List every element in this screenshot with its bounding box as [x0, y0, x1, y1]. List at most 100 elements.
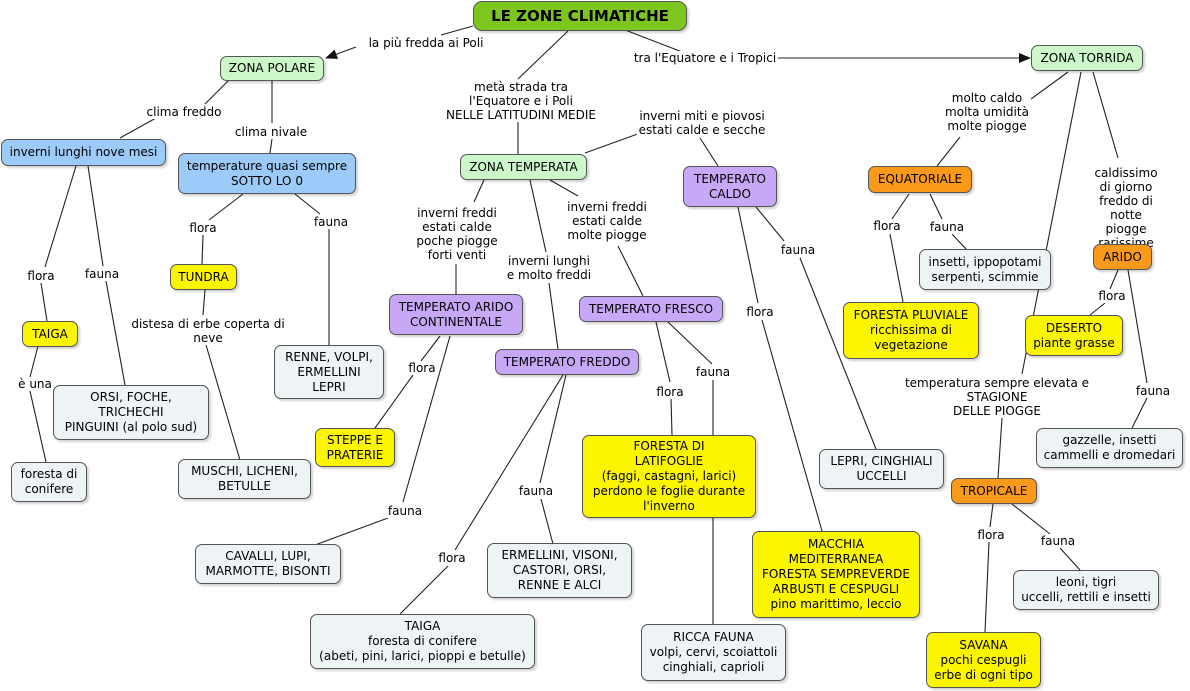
label-flora-taiga-temp: flora [436, 551, 468, 565]
zona-torrida-node[interactable]: ZONA TORRIDA [1031, 45, 1143, 71]
line-taiga-euna [29, 345, 39, 378]
line-arido-faunagazzelle [1127, 269, 1148, 384]
temp-fresco-node[interactable]: TEMPERATO FRESCO [579, 296, 723, 322]
label-flora-macchia: flora [744, 305, 776, 319]
line-arido-floradeserto [1109, 269, 1119, 290]
leoni-node[interactable]: leoni, tigri uccelli, rettili e insetti [1013, 570, 1159, 610]
gazzelle-node[interactable]: gazzelle, insetti cammelli e dromedari [1036, 428, 1183, 468]
label-molto-caldo: molto caldo molta umidità molte piogge [943, 91, 1031, 133]
line-frescolbl-fresco [617, 245, 644, 297]
tundra-node[interactable]: TUNDRA [170, 264, 237, 290]
line-temperatura-tropicale [997, 417, 1003, 479]
label-meta-strada: metà strada tra l'Equatore e i Poli NELL… [444, 80, 598, 122]
label-flora-steppe: flora [406, 361, 438, 375]
temp-caldo-node[interactable]: TEMPERATO CALDO [683, 166, 777, 207]
ricca-fauna-node[interactable]: RICCA FAUNA volpi, cervi, scoiattoli cin… [641, 624, 786, 681]
line-caldo-flora [737, 206, 759, 304]
label-piu-fredda: la più fredda ai Poli [366, 36, 486, 50]
line-climanivale-temp [269, 138, 273, 154]
lepri-cinghiali-node[interactable]: LEPRI, CINGHIALI UCCELLI [819, 449, 944, 489]
orsi-foche-node[interactable]: ORSI, FOCHE, TRICHECHI PINGUINI (al polo… [53, 385, 209, 440]
line-freddo-flora [454, 374, 564, 551]
line-equatoriale-flora [891, 193, 910, 220]
deserto-node[interactable]: DESERTO piante grasse [1025, 315, 1123, 356]
line-freddo-fauna [539, 374, 567, 484]
line-fauna-orsi [105, 280, 126, 386]
foresta-conifere-node[interactable]: foresta di conifere [11, 462, 87, 502]
line-invernimiti-caldo [699, 137, 719, 167]
line-inverni-fauna [87, 165, 104, 267]
zona-temperata-node[interactable]: ZONA TEMPERATA [460, 154, 587, 180]
title-node[interactable]: LE ZONE CLIMATICHE [473, 1, 687, 31]
temp-arido-node[interactable]: TEMPERATO ARIDO CONTINENTALE [389, 294, 523, 335]
label-e-una: è una [16, 377, 54, 391]
label-flora-tundra: flora [187, 221, 219, 235]
label-inverni-lunghi-freddi: inverni lunghi e molto freddi [504, 254, 594, 282]
label-fauna-ippo: fauna [927, 220, 967, 234]
label-fauna-lepri: fauna [778, 243, 818, 257]
zona-polare-node[interactable]: ZONA POLARE [220, 56, 324, 81]
line-flora-latifoglie [670, 397, 673, 436]
label-clima-nivale: clima nivale [232, 125, 310, 139]
ippopotami-node[interactable]: insetti, ippopotami serpenti, scimmie [919, 249, 1051, 290]
line-title-torrida [619, 27, 691, 56]
line-tropicale-flora [989, 503, 994, 528]
line-arido-fauna [402, 335, 451, 503]
label-flora-taiga: flora [25, 269, 57, 283]
label-inverni-freddi-arido: inverni freddi estati calde poche piogge… [414, 206, 500, 262]
line-title-polare [440, 25, 474, 36]
line-faunagazzelle-gazzelle [1131, 397, 1148, 429]
muschi-node[interactable]: MUSCHI, LICHENI, BETULLE [178, 459, 311, 499]
temp-freddo-node[interactable]: TEMPERATO FREDDO [495, 349, 639, 375]
cavalli-node[interactable]: CAVALLI, LUPI, MARMOTTE, BISONTI [195, 544, 341, 584]
label-flora-savana: flora [975, 528, 1007, 542]
line-fauna-lepri [799, 257, 877, 450]
line-flora-taigatemp [399, 565, 449, 615]
line-freddolbl-freddo [548, 282, 559, 350]
renne-volpi-node[interactable]: RENNE, VOLPI, ERMELLINI LEPRI [274, 345, 384, 399]
taiga-temp-node[interactable]: TAIGA foresta di conifere (abeti, pini, … [310, 614, 535, 669]
line-temperata-fresco-lbl [549, 179, 579, 197]
label-fauna-ricca: fauna [693, 365, 733, 379]
savana-node[interactable]: SAVANA pochi cespugli erbe di ogni tipo [926, 632, 1041, 688]
inverni-lunghi-node[interactable]: inverni lunghi nove mesi [1, 139, 166, 166]
line-temp-fauna [294, 193, 321, 215]
tropicale-node[interactable]: TROPICALE [951, 478, 1037, 504]
line-flora-steppe [374, 374, 414, 429]
line-title-temperata [517, 30, 569, 80]
line-flora-macchia [761, 319, 823, 532]
line-climafreddo-inverni [119, 117, 157, 139]
ermellini-node[interactable]: ERMELLINI, VISONI, CASTORI, ORSI, RENNE … [487, 543, 632, 598]
label-inverni-miti: inverni miti e piovosi estati calde e se… [636, 109, 768, 137]
foresta-pluviale-node[interactable]: FORESTA PLUVIALE ricchissima di vegetazi… [843, 302, 979, 359]
temp-sotto-zero-node[interactable]: temperature quasi sempre SOTTO LO 0 [178, 153, 356, 194]
line-caldo-fauna [755, 206, 785, 242]
line-flora-taiga [40, 282, 48, 322]
taiga-polare-node[interactable]: TAIGA [22, 321, 78, 347]
line-flora-savana [984, 541, 990, 633]
arido-node[interactable]: ARIDO [1093, 244, 1152, 270]
label-fauna-ermellini: fauna [516, 484, 556, 498]
label-flora-pluviale: flora [871, 219, 903, 233]
label-inverni-freddi-fresco: inverni freddi estati calde molte piogge [565, 200, 649, 242]
line-equatoriale-fauna [929, 193, 943, 220]
line-polare-arrow [325, 46, 357, 59]
steppe-node[interactable]: STEPPE E PRATERIE [315, 428, 395, 467]
line-fresco-fauna [667, 321, 713, 365]
label-distesa: distesa di erbe coperta di neve [129, 317, 287, 345]
line-floradeserto-deserto [1089, 302, 1106, 316]
line-fresco-flora [655, 321, 671, 383]
equatoriale-node[interactable]: EQUATORIALE [868, 166, 972, 193]
line-flora-pluviale [889, 233, 904, 303]
line-moltocaldo-equatoriale [936, 136, 961, 167]
label-clima-freddo: clima freddo [144, 105, 224, 119]
line-arido-flora [420, 335, 441, 362]
line-fauna-ippo [951, 233, 967, 250]
line-polare-climafreddo [204, 79, 230, 105]
macchia-node[interactable]: MACCHIA MEDITERRANEA FORESTA SEMPREVERDE… [752, 531, 920, 618]
label-fauna-cavalli: fauna [385, 504, 425, 518]
label-flora-deserto: flora [1096, 289, 1128, 303]
label-fauna-leoni: fauna [1038, 534, 1078, 548]
latifoglie-node[interactable]: FORESTA DI LATIFOGLIE (faggi, castagni, … [582, 435, 756, 518]
